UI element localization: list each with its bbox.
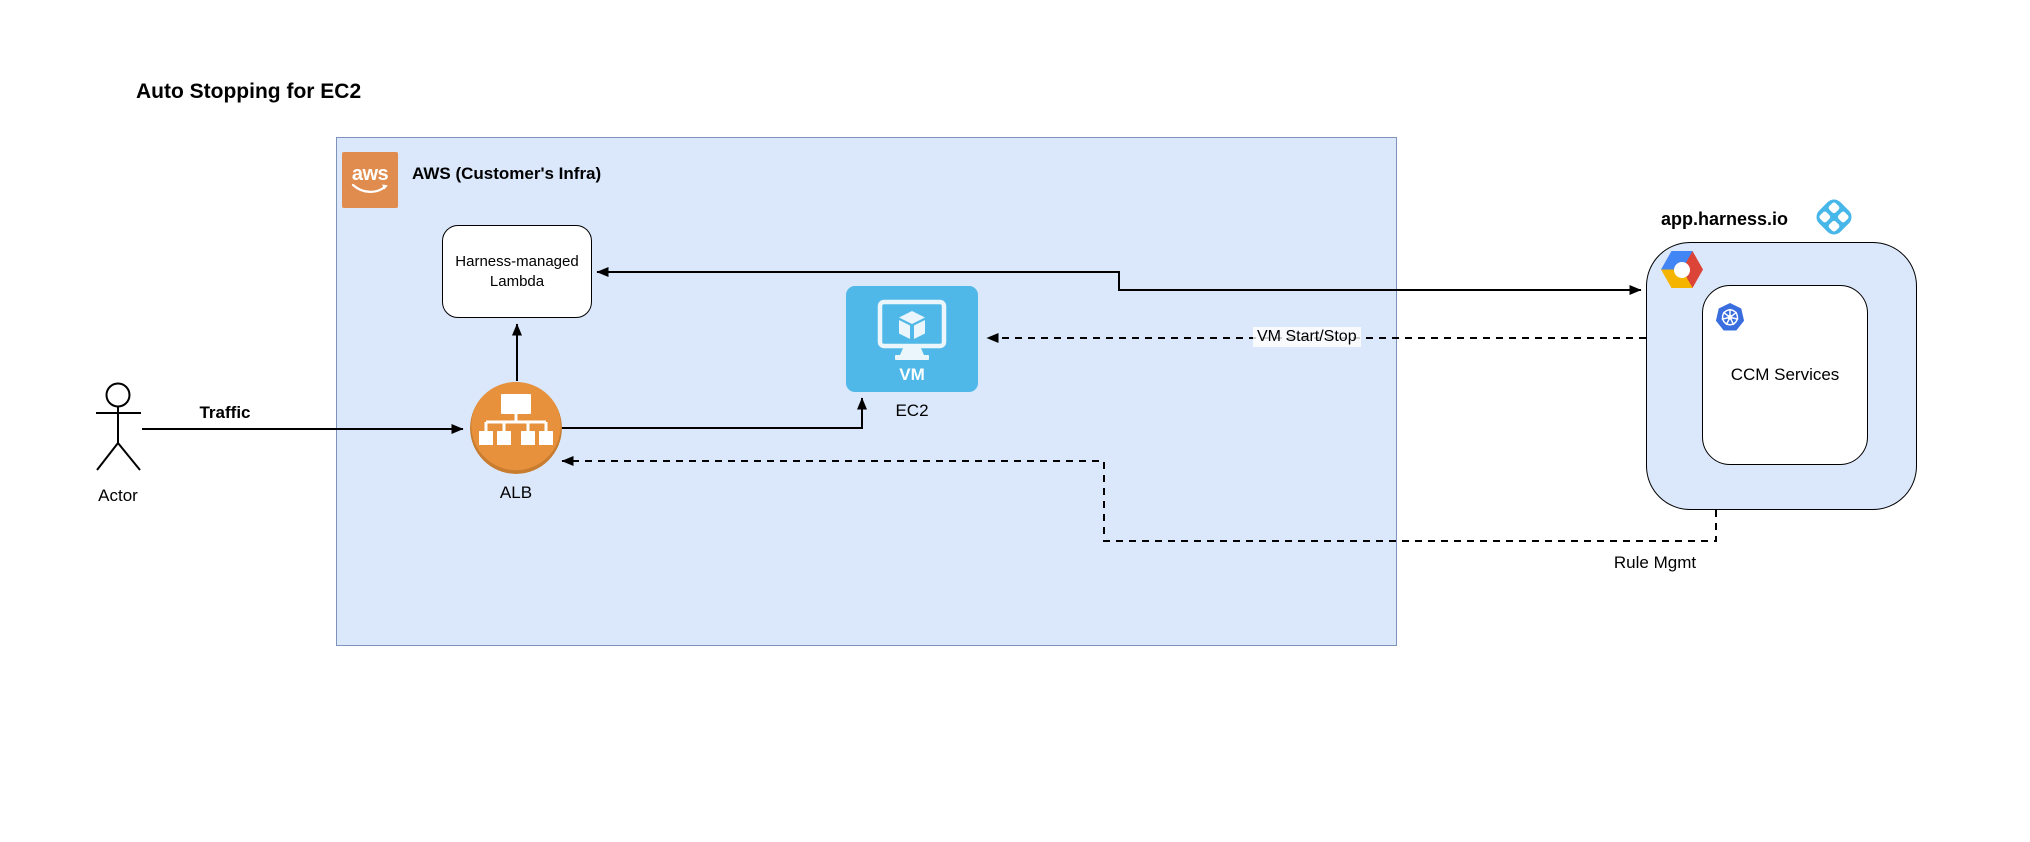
rule-mgmt-edge-label: Rule Mgmt: [1613, 553, 1697, 572]
aws-logo-text: aws: [351, 163, 389, 185]
aws-region-label: AWS (Customer's Infra): [412, 164, 602, 183]
alb-node: [470, 382, 562, 474]
lambda-node: Harness-managed Lambda: [442, 225, 592, 318]
lambda-node-label: Harness-managed Lambda: [455, 253, 579, 290]
traffic-edge-label: Traffic: [199, 403, 251, 422]
edge-alb-to-ec2: [562, 397, 867, 429]
harness-logo-icon: [1816, 199, 1852, 235]
vm-badge-label: VM: [899, 365, 925, 384]
alb-icon: [470, 382, 562, 474]
ccm-services-label: CCM Services: [1730, 365, 1840, 384]
aws-logo-icon: aws: [342, 152, 398, 208]
ec2-node-label: EC2: [895, 401, 929, 420]
actor-label: Actor: [98, 486, 138, 505]
edge-rule-mgmt: [561, 456, 1717, 542]
edge-lambda-harness: [596, 267, 1642, 295]
vm-start-stop-edge-label: VM Start/Stop: [1253, 327, 1361, 347]
diagram-title: Auto Stopping for EC2: [136, 80, 362, 103]
aws-smile-swoosh: [351, 183, 388, 193]
kubernetes-icon: [1715, 303, 1745, 331]
actor-icon: [96, 382, 141, 471]
harness-title: app.harness.io: [1661, 209, 1789, 229]
ec2-node: VM: [846, 286, 978, 392]
vm-monitor-icon: [877, 299, 947, 360]
alb-node-label: ALB: [499, 483, 533, 502]
